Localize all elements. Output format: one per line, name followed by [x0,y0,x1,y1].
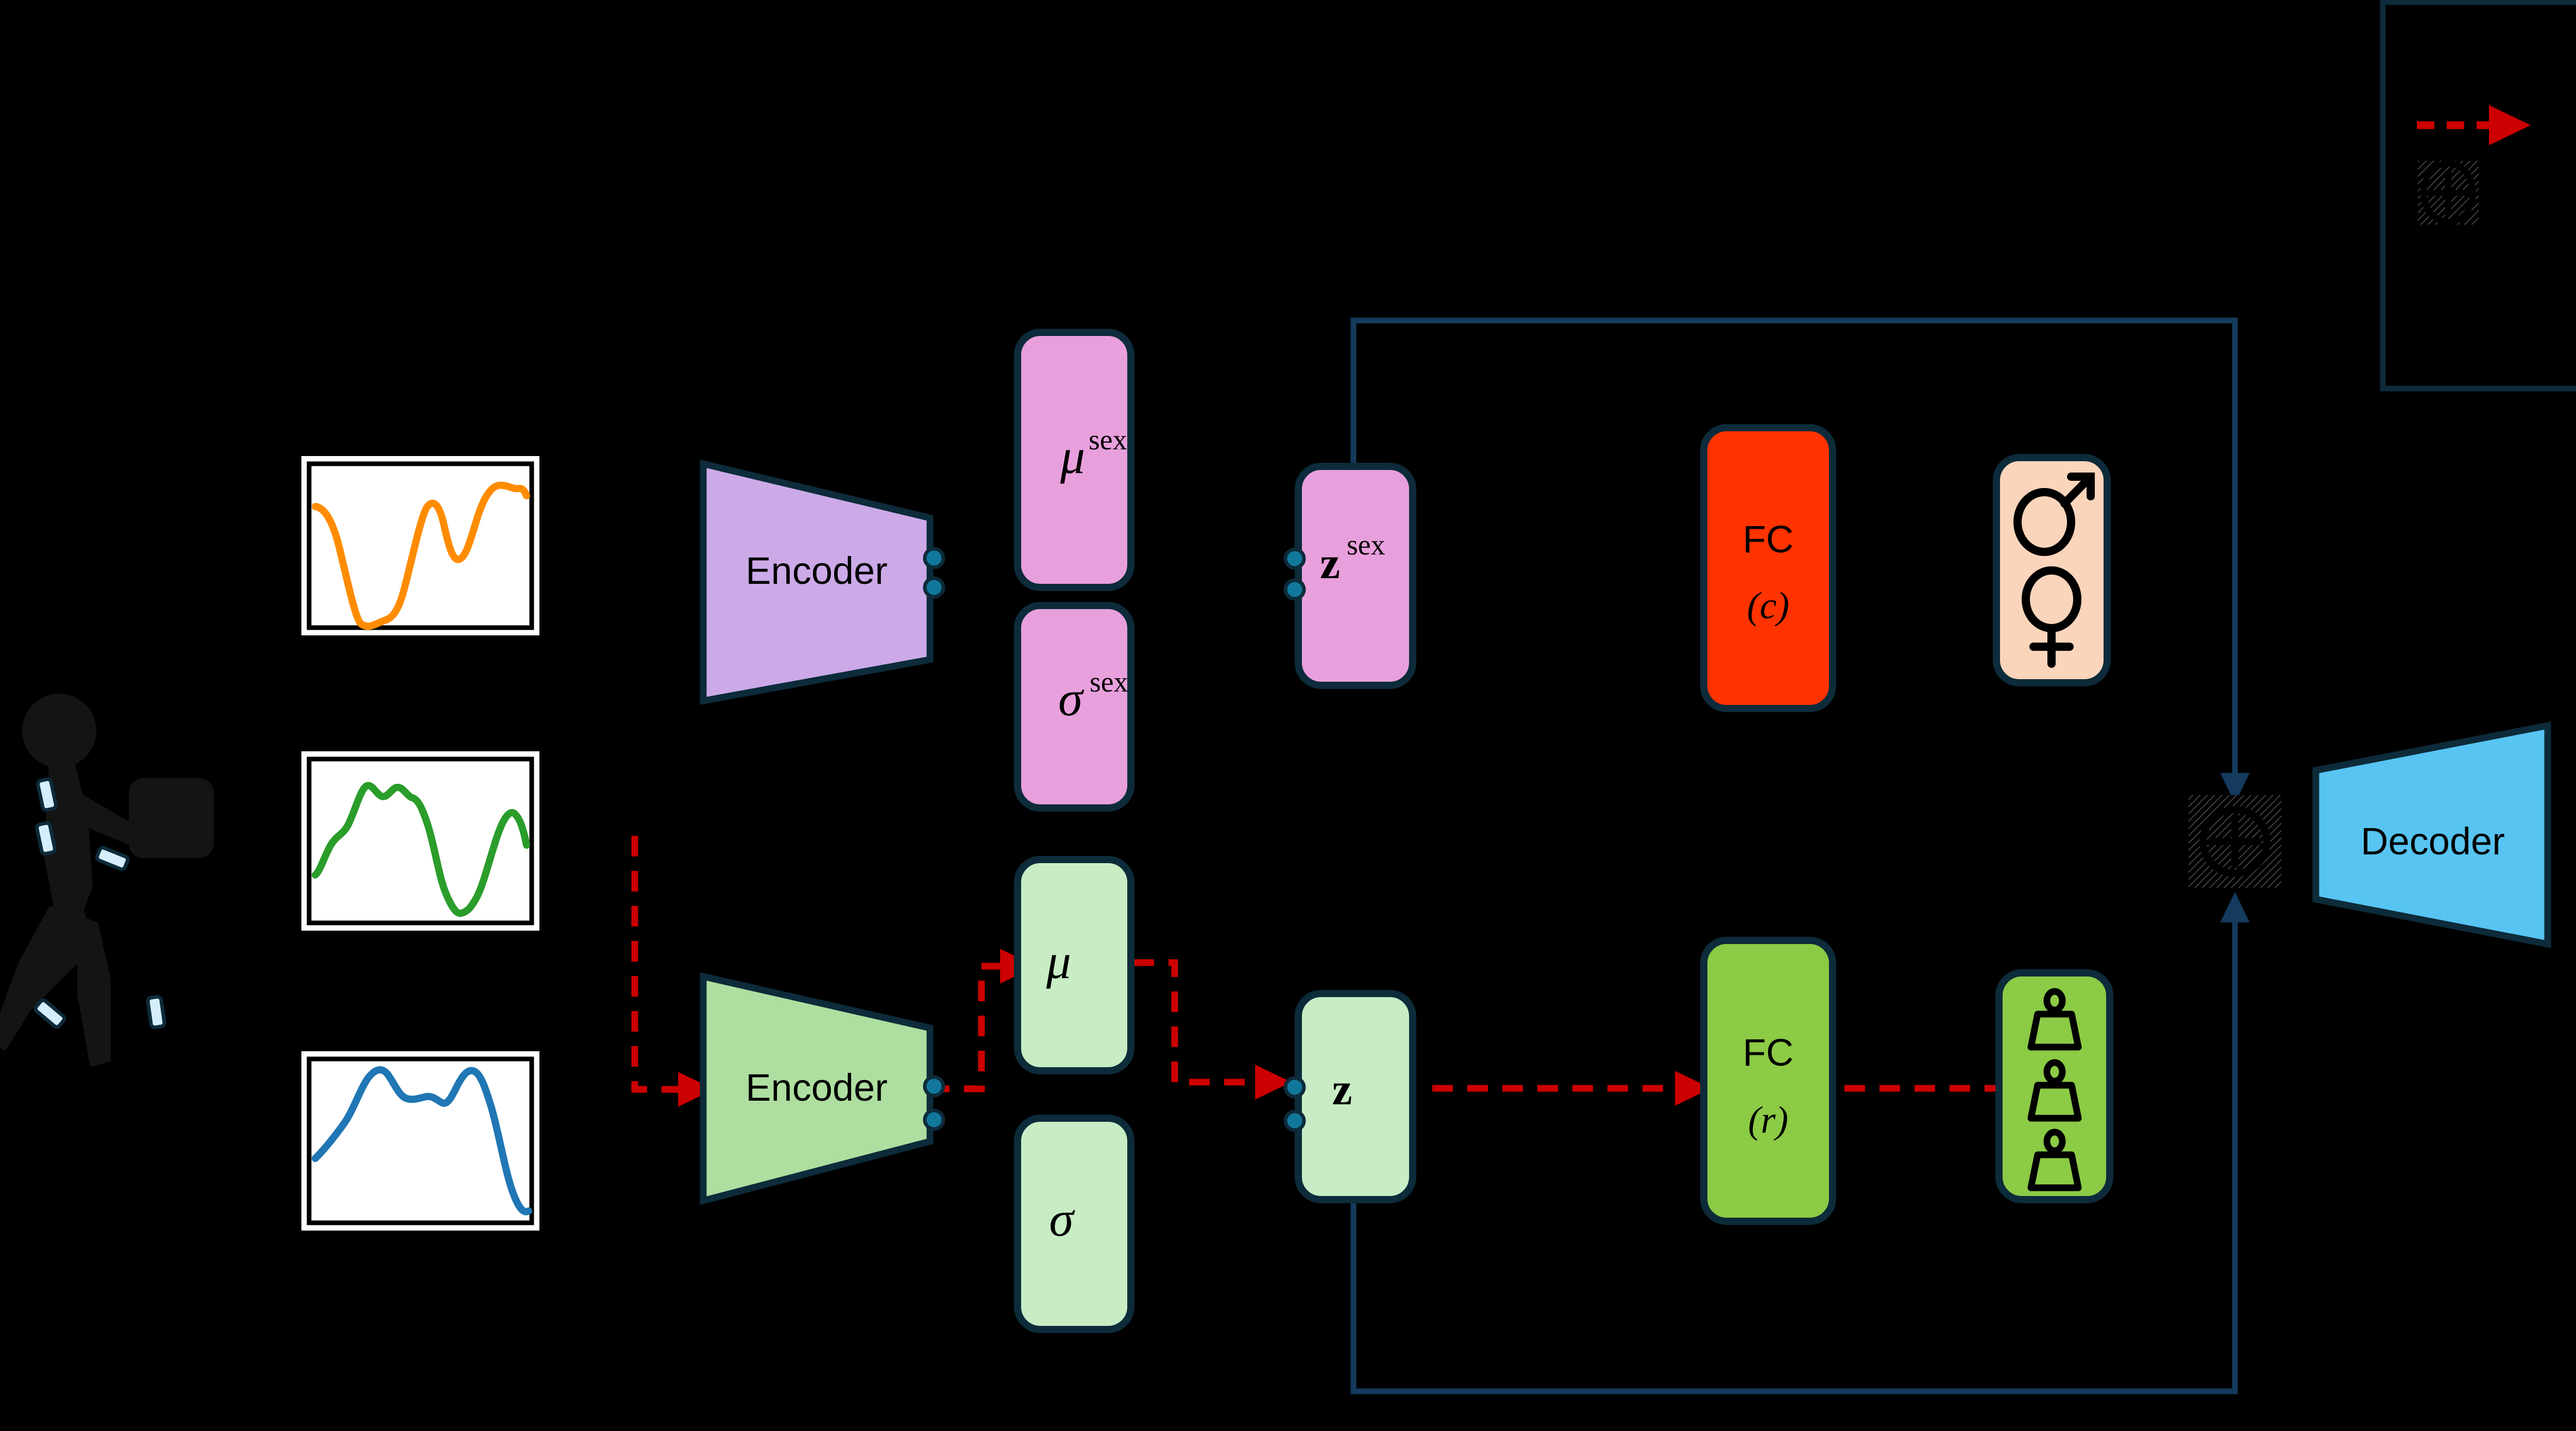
encoder-latent-port-sigma [923,1108,945,1131]
mu-symbol: μ [1046,934,1071,989]
encoder-sex[interactable]: Encoder [700,459,945,705]
encoder-latent[interactable]: Encoder [700,972,945,1205]
z-sex-superscript: sex [1347,529,1385,561]
z-symbol: z [1332,1065,1352,1115]
flow-path-z-to-merge [1350,891,2250,1394]
walking-person-with-imu-sensors [0,694,214,1067]
sigma-sex-symbol: σ [1058,671,1084,726]
encoder-latent-label: Encoder [745,1066,888,1109]
flow-path-zsex-to-merge [1350,317,2250,804]
stacked-weights-icon [2027,988,2082,1191]
weight-icon-box[interactable] [1995,969,2113,1203]
sigma-symbol: σ [1049,1191,1075,1247]
encoder-sex-port-sigma [923,576,945,599]
z-sex-symbol: z [1320,538,1340,588]
z-sex-port-bottom [1283,578,1306,601]
mu-sex-symbol: μ [1060,429,1085,484]
sigma-sex-superscript: sex [1090,666,1128,698]
z[interactable]: z [1283,990,1416,1203]
z-sex-port-top [1283,547,1306,570]
fc-classifier-line1: FC [1743,518,1794,561]
fc-regressor-line2: (r) [1748,1099,1788,1141]
z-sex[interactable]: z sex [1283,463,1416,689]
input-signal-green [301,751,539,931]
fc-classifier-line2: (c) [1747,585,1789,627]
z-port-bottom [1283,1109,1306,1132]
legend-concat-icon [2418,160,2479,225]
mu-sex-superscript: sex [1089,424,1127,456]
sigma-sex[interactable]: σ sex [1014,602,1134,812]
concat-node[interactable] [2189,795,2281,888]
mu-sex[interactable]: μ sex [1014,329,1134,591]
fc-regressor-line1: FC [1743,1031,1794,1074]
encoder-sex-label: Encoder [745,549,888,592]
sigma[interactable]: σ [1014,1115,1134,1333]
sex-symbol-box[interactable] [1993,454,2111,686]
input-signal-blue [301,1051,539,1231]
encoder-latent-port-mu [923,1075,945,1098]
mu[interactable]: μ [1014,856,1134,1074]
fc-regressor[interactable]: FC (r) [1700,937,1836,1225]
input-signal-orange [301,456,539,635]
encoder-sex-port-mu [923,547,945,569]
decoder-label: Decoder [2361,820,2505,863]
fc-classifier[interactable]: FC (c) [1700,424,1836,712]
legend-box [2380,0,2576,392]
decoder[interactable]: Decoder [2312,721,2551,948]
z-port-top [1283,1076,1306,1099]
male-female-symbols-icon [2013,473,2095,668]
